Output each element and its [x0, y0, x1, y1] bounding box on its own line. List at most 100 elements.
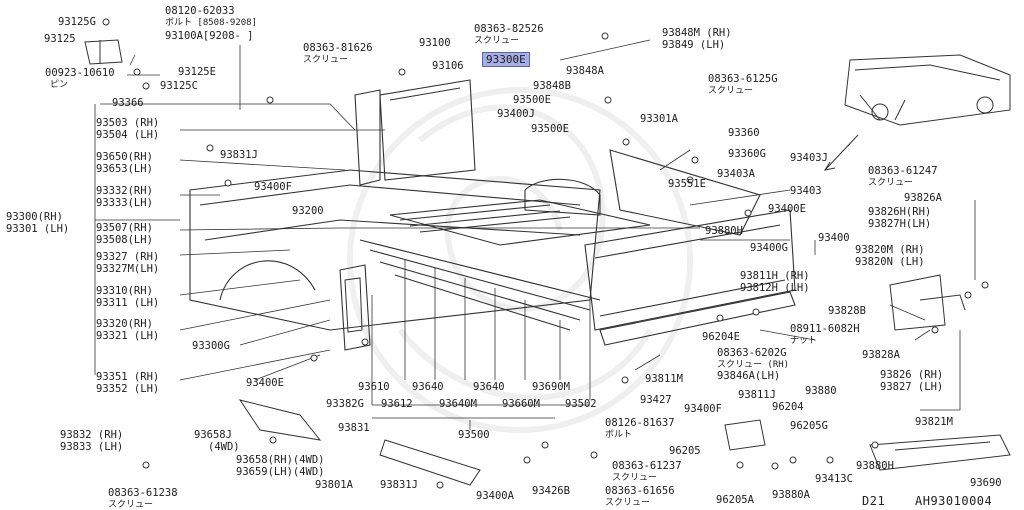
part-96204e[interactable]: 96204E	[702, 331, 740, 343]
part-93849[interactable]: 93849 (LH)	[662, 39, 726, 51]
part-93426b[interactable]: 93426B	[532, 485, 570, 497]
part-93610[interactable]: 93610	[358, 381, 390, 393]
part-93382g[interactable]: 93382G	[326, 398, 364, 410]
part-93640m[interactable]: 93640M	[439, 398, 477, 410]
part-93327m[interactable]: 93327M(LH)	[96, 263, 160, 275]
part-93125c[interactable]: 93125C	[160, 80, 198, 92]
part-08363-61237[interactable]: 08363-61237	[612, 460, 682, 472]
part-93301[interactable]: 93301 (LH)	[6, 223, 70, 235]
part-93831j-lower[interactable]: 93831J	[380, 479, 418, 491]
part-93828a[interactable]: 93828A	[862, 349, 900, 361]
part-08363-61247[interactable]: 08363-61247	[868, 165, 938, 177]
part-08363-61238[interactable]: 08363-61238	[108, 487, 178, 499]
part-93827[interactable]: 93827 (LH)	[880, 381, 944, 393]
part-08363-6202g[interactable]: 08363-6202G	[717, 347, 787, 359]
part-93811m[interactable]: 93811M	[645, 373, 683, 385]
part-93826[interactable]: 93826 (RH)	[880, 369, 944, 381]
part-93300[interactable]: 93300(RH)	[6, 211, 63, 223]
part-93658j[interactable]: 93658J	[194, 429, 232, 441]
part-08363-82526[interactable]: 08363-82526	[474, 23, 544, 35]
part-08363-81626[interactable]: 08363-81626	[303, 42, 373, 54]
part-93106[interactable]: 93106	[432, 60, 464, 72]
part-93821m[interactable]: 93821M	[915, 416, 953, 428]
part-93650[interactable]: 93650(RH)	[96, 151, 153, 163]
part-93880h-mid[interactable]: 93880H	[705, 225, 743, 237]
part-93659[interactable]: 93659(LH)(4WD)	[236, 466, 325, 478]
part-93503[interactable]: 93503 (RH)	[96, 117, 160, 129]
part-93811h[interactable]: 93811H (RH)	[740, 270, 810, 282]
part-08363-6125g[interactable]: 08363-6125G	[708, 73, 778, 85]
part-93831[interactable]: 93831	[338, 422, 370, 434]
part-93500e-upper[interactable]: 93500E	[513, 94, 551, 106]
part-96204[interactable]: 96204	[772, 401, 804, 413]
part-93848a[interactable]: 93848A	[566, 65, 604, 77]
part-93801a[interactable]: 93801A	[315, 479, 353, 491]
part-93658[interactable]: 93658(RH)(4WD)	[236, 454, 325, 466]
part-93690m[interactable]: 93690M	[532, 381, 570, 393]
part-93427[interactable]: 93427	[640, 394, 672, 406]
part-96205[interactable]: 96205	[669, 445, 701, 457]
part-93400e-upper[interactable]: 93400E	[768, 203, 806, 215]
part-08911-6082h[interactable]: 08911-6082H	[790, 323, 860, 335]
part-93301a[interactable]: 93301A	[640, 113, 678, 125]
part-93310[interactable]: 93310(RH)	[96, 285, 153, 297]
part-93327[interactable]: 93327 (RH)	[96, 251, 160, 263]
part-93360g[interactable]: 93360G	[728, 148, 766, 160]
part-93820n[interactable]: 93820N (LH)	[855, 256, 925, 268]
part-93640-right[interactable]: 93640	[473, 381, 505, 393]
part-93100a[interactable]: 93100A[9208- ]	[165, 30, 254, 42]
part-93612[interactable]: 93612	[381, 398, 413, 410]
part-93831j-upper[interactable]: 93831J	[220, 149, 258, 161]
part-93400f[interactable]: 93400F	[254, 181, 292, 193]
part-08120-62033[interactable]: 08120-62033	[165, 5, 235, 17]
part-93827h[interactable]: 93827H(LH)	[868, 218, 932, 230]
part-96205a[interactable]: 96205A	[716, 494, 754, 506]
part-93660m[interactable]: 93660M	[502, 398, 540, 410]
part-93320[interactable]: 93320(RH)	[96, 318, 153, 330]
part-93351[interactable]: 93351 (RH)	[96, 371, 160, 383]
part-93826a[interactable]: 93826A	[904, 192, 942, 204]
part-00923-10610[interactable]: 00923-10610	[45, 67, 115, 79]
part-93400[interactable]: 93400	[818, 232, 850, 244]
part-93300e-highlighted[interactable]: 93300E	[482, 52, 530, 67]
part-93360[interactable]: 93360	[728, 127, 760, 139]
part-93833[interactable]: 93833 (LH)	[60, 441, 124, 453]
part-93507[interactable]: 93507(RH)	[96, 222, 153, 234]
part-93812h[interactable]: 93812H (LH)	[740, 282, 810, 294]
part-93321[interactable]: 93321 (LH)	[96, 330, 160, 342]
part-93832[interactable]: 93832 (RH)	[60, 429, 124, 441]
part-93403[interactable]: 93403	[790, 185, 822, 197]
part-93502[interactable]: 93502	[565, 398, 597, 410]
part-93828b[interactable]: 93828B	[828, 305, 866, 317]
part-93504[interactable]: 93504 (LH)	[96, 129, 160, 141]
part-93400g[interactable]: 93400G	[750, 242, 788, 254]
part-93690[interactable]: 93690	[970, 477, 1002, 489]
part-93400a[interactable]: 93400A	[476, 490, 514, 502]
part-93826h[interactable]: 93826H(RH)	[868, 206, 932, 218]
part-93551e[interactable]: 93551E	[668, 178, 706, 190]
part-08126-81637[interactable]: 08126-81637	[605, 417, 675, 429]
part-93400e-lower[interactable]: 93400E	[246, 377, 284, 389]
part-93100[interactable]: 93100	[419, 37, 451, 49]
part-93653[interactable]: 93653(LH)	[96, 163, 153, 175]
part-93640-left[interactable]: 93640	[412, 381, 444, 393]
part-93880a[interactable]: 93880A	[772, 489, 810, 501]
part-93200[interactable]: 93200	[292, 205, 324, 217]
part-93508[interactable]: 93508(LH)	[96, 234, 153, 246]
part-93300g[interactable]: 93300G	[192, 340, 230, 352]
part-93848m[interactable]: 93848M (RH)	[662, 27, 732, 39]
part-93400j[interactable]: 93400J	[497, 108, 535, 120]
part-93125e[interactable]: 93125E	[178, 66, 216, 78]
part-93846a[interactable]: 93846A(LH)	[717, 370, 781, 382]
part-93880[interactable]: 93880	[805, 385, 837, 397]
part-93848b[interactable]: 93848B	[533, 80, 571, 92]
part-93332[interactable]: 93332(RH)	[96, 185, 153, 197]
part-93820m[interactable]: 93820M (RH)	[855, 244, 925, 256]
part-93125[interactable]: 93125	[44, 33, 76, 45]
part-96205g[interactable]: 96205G	[790, 420, 828, 432]
part-93400f-lower[interactable]: 93400F	[684, 403, 722, 415]
part-93403j[interactable]: 93403J	[790, 152, 828, 164]
part-93311[interactable]: 93311 (LH)	[96, 297, 160, 309]
part-93413c[interactable]: 93413C	[815, 473, 853, 485]
part-93500[interactable]: 93500	[458, 429, 490, 441]
